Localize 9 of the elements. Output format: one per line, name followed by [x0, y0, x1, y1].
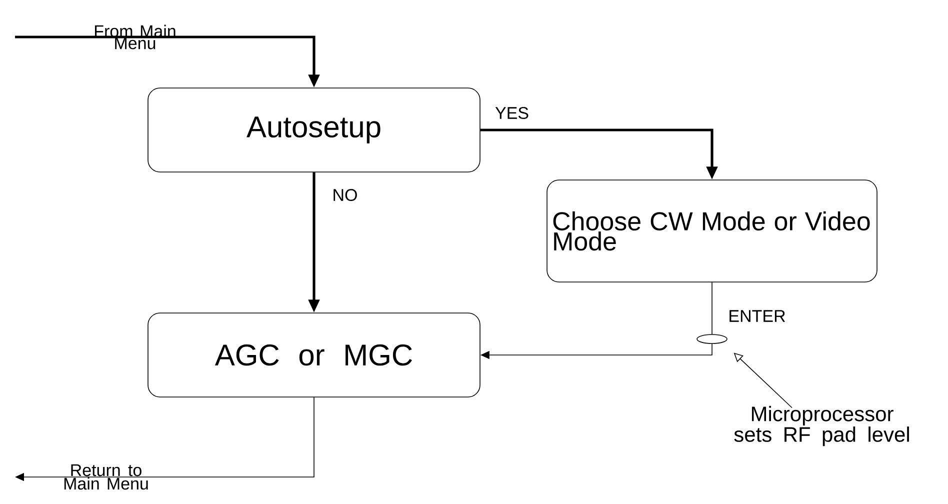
process-box: Autosetup [148, 88, 480, 172]
ellipse-symbol [696, 334, 728, 344]
note-text: Microprocessor sets RF pad level [734, 406, 909, 446]
process-box: AGC or MGC [148, 312, 480, 398]
edge-label: YES [494, 106, 530, 120]
process-box: Choose CW Mode or Video Mode [546, 180, 878, 282]
edge-label: Return to Main Menu [64, 464, 148, 490]
edge-label: NO [331, 188, 359, 202]
edge-label: ENTER [727, 309, 787, 323]
